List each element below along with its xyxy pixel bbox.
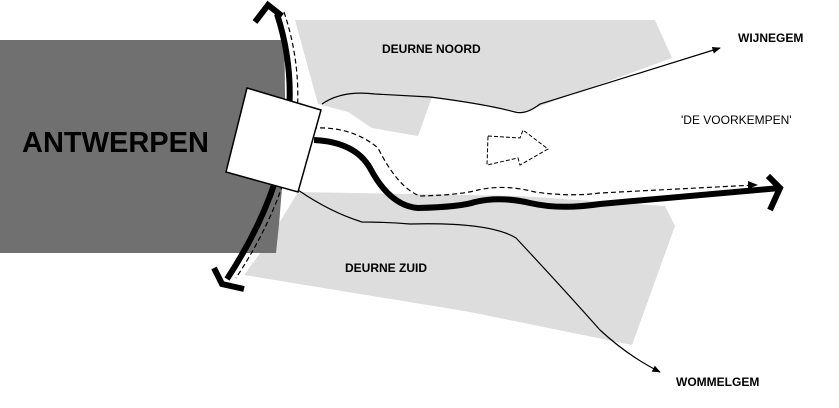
wommelgem-label: WOMMELGEM (676, 375, 759, 389)
dashed-route-arrowhead (748, 181, 758, 189)
deurne-noord-area (295, 20, 672, 136)
deurne-zuid-label: DEURNE ZUID (345, 261, 427, 275)
ring-road-south-arrowhead (211, 266, 245, 292)
voorkempen-label: 'DE VOORKEMPEN' (681, 113, 792, 127)
direction-outline-arrow (486, 129, 549, 166)
wijnegem-label: WIJNEGEM (738, 31, 803, 45)
antwerpen-area (0, 40, 285, 253)
northern-boundary-line (321, 47, 721, 114)
deurne-noord-label: DEURNE NOORD (382, 42, 481, 56)
antwerpen-label: ANTWERPEN (22, 127, 209, 159)
main-corridor (313, 137, 781, 212)
junction-node (225, 87, 322, 193)
dashed-route (311, 127, 756, 197)
main-corridor-arrowhead (765, 173, 784, 212)
southern-boundary-line (297, 189, 661, 373)
ring-road-north-arrowhead (252, 0, 284, 24)
deurne-zuid-area (244, 192, 675, 345)
